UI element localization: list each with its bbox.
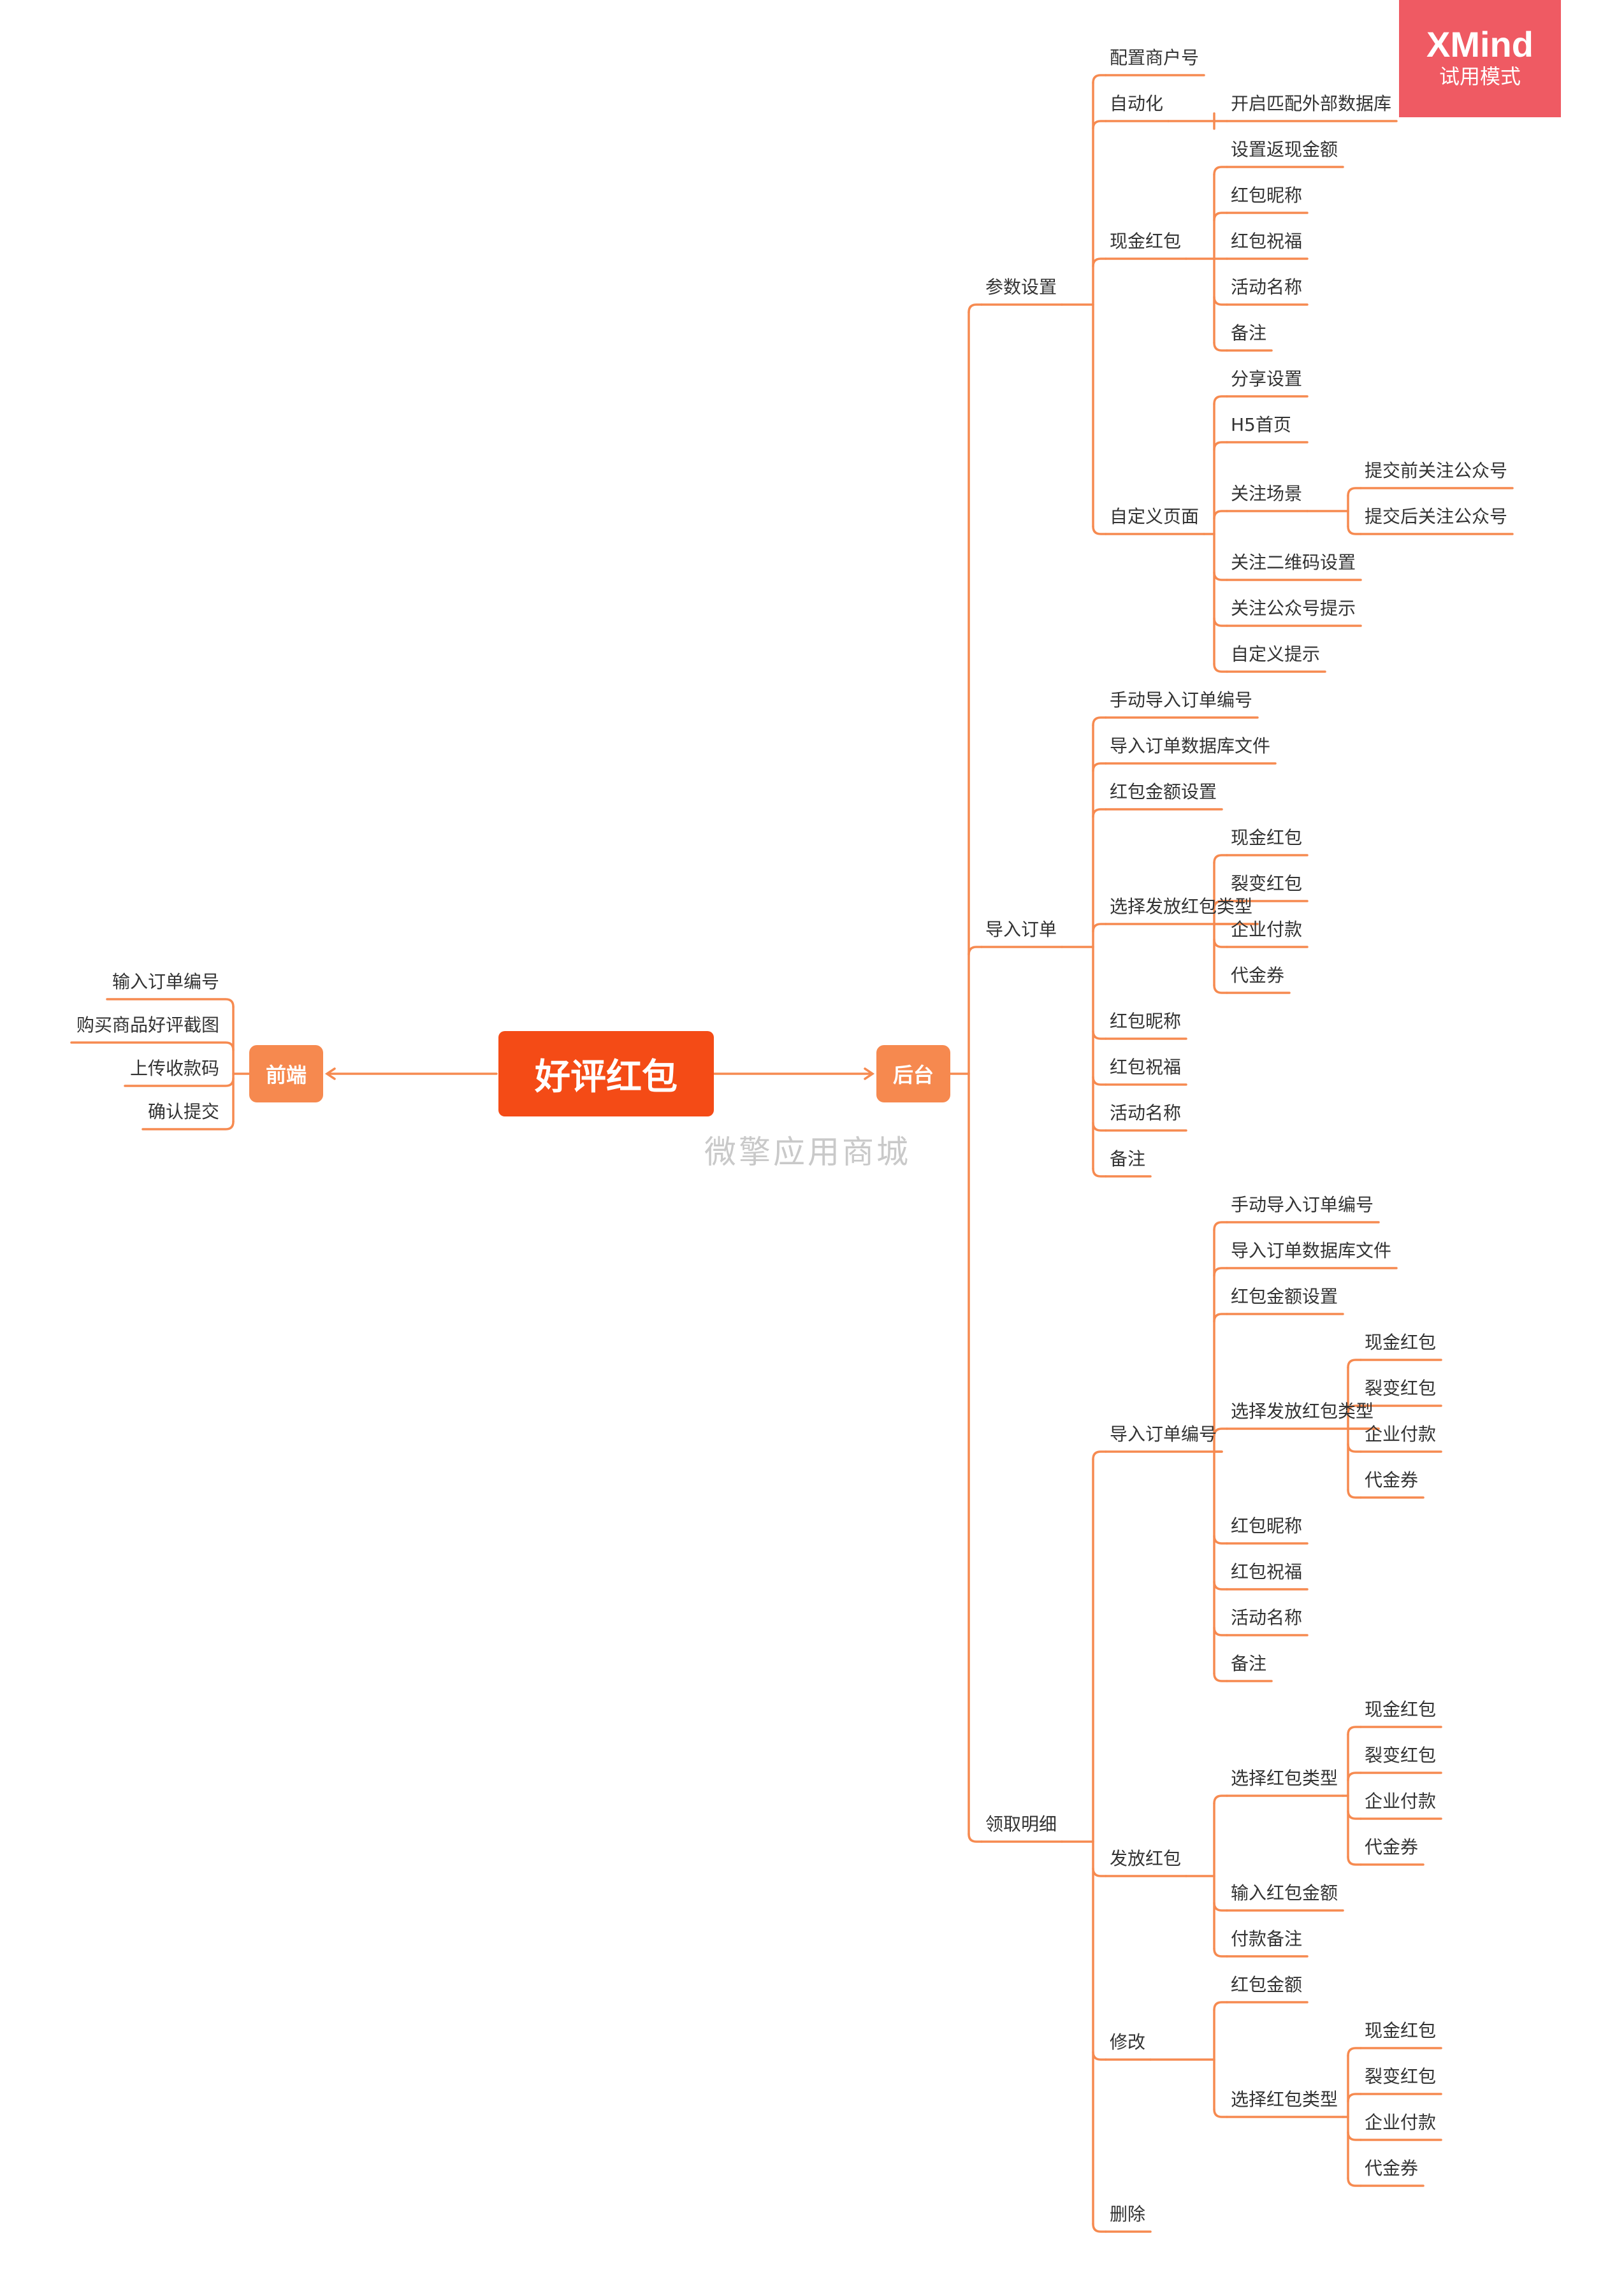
topic-map.right.children.1.children.2.label[interactable]: 红包金额设置 [1110,781,1217,802]
topic-map.right.children.2.children.0.children.0.label[interactable]: 手动导入订单编号 [1231,1194,1374,1215]
topic-frontend-2[interactable]: 上传收款码 [129,1058,219,1079]
topic-map.right.children.1.children.7.label[interactable]: 备注 [1110,1148,1146,1169]
topic-map.right.children.0.label[interactable]: 参数设置 [985,277,1057,298]
topic-map.right.children.0.children.2.children.0.label[interactable]: 设置返现金额 [1231,139,1338,160]
topic-map.right.children.2.children.0.children.1.label[interactable]: 导入订单数据库文件 [1231,1240,1392,1261]
topic-map.right.children.2.children.1.children.0.children.0.label[interactable]: 现金红包 [1365,1699,1437,1720]
topic-map.right.children.0.children.3.children.2.children.0.label[interactable]: 提交前关注公众号 [1365,460,1508,481]
topic-map.right.children.0.children.2.children.3.label[interactable]: 活动名称 [1231,277,1303,298]
topic-map.right.children.2.children.0.children.3.children.2.label[interactable]: 企业付款 [1365,1424,1437,1445]
topic-map.right.children.1.children.6.label[interactable]: 活动名称 [1110,1102,1182,1123]
topic-map.right.children.2.children.1.children.0.children.2.label[interactable]: 企业付款 [1365,1791,1437,1812]
topic-map.right.children.0.children.1.label[interactable]: 自动化 [1110,93,1164,114]
topic-map.right.children.2.children.0.children.3.children.3.label[interactable]: 代金券 [1365,1469,1419,1491]
topic-map.right.children.0.children.3.label[interactable]: 自定义页面 [1110,506,1200,527]
topic-map.right.children.1.children.4.label[interactable]: 红包昵称 [1110,1011,1182,1032]
topic-map.right.children.2.children.1.label[interactable]: 发放红包 [1110,1848,1182,1869]
trial-mode-label: 试用模式 [1439,64,1521,89]
topic-map.right.children.2.children.0.children.7.label[interactable]: 备注 [1231,1653,1267,1674]
topic-map.right.children.0.children.3.children.1.label[interactable]: H5首页 [1231,414,1291,435]
topic-frontend-0[interactable]: 输入订单编号 [112,971,219,992]
topic-map.right.children.0.children.2.children.2.label[interactable]: 红包祝福 [1231,231,1303,252]
topic-map.right.children.2.children.2.children.1.children.1.label[interactable]: 裂变红包 [1365,2066,1437,2087]
topic-map.right.children.0.children.3.children.2.label[interactable]: 关注场景 [1231,483,1303,504]
xmind-logo-text: XMind [1426,24,1534,64]
topic-map.right.children.2.children.0.children.2.label[interactable]: 红包金额设置 [1231,1286,1338,1307]
topic-map.right.children.2.children.0.children.4.label[interactable]: 红包昵称 [1231,1515,1303,1536]
topic-map.right.children.1.children.1.label[interactable]: 导入订单数据库文件 [1110,735,1271,756]
topic-map.right.children.2.children.3.label[interactable]: 删除 [1110,2204,1146,2225]
topic-map.right.children.2.children.1.children.1.label[interactable]: 输入红包金额 [1231,1882,1338,1903]
watermark-text: 微擎应用商城 [704,1134,911,1171]
topic-map.right.children.1.label[interactable]: 导入订单 [985,919,1057,940]
topic-map.right.children.2.children.0.children.3.children.1.label[interactable]: 裂变红包 [1365,1378,1437,1399]
topic-map.right.children.2.children.1.children.0.children.3.label[interactable]: 代金券 [1365,1837,1419,1858]
topic-map.right.children.1.children.3.label[interactable]: 选择发放红包类型 [1110,896,1253,917]
topic-map.right.children.2.children.0.children.3.label[interactable]: 选择发放红包类型 [1231,1401,1374,1422]
topic-map.right.children.0.children.2.children.1.label[interactable]: 红包昵称 [1231,185,1303,206]
topic-map.right.children.0.children.3.children.2.children.1.label[interactable]: 提交后关注公众号 [1365,506,1508,527]
xmind-trial-badge: XMind 试用模式 [1399,0,1561,117]
topic-map.right.children.1.children.3.children.0.label[interactable]: 现金红包 [1231,827,1303,848]
topic-map.right.children.0.children.2.label[interactable]: 现金红包 [1110,231,1182,252]
topic-map.right.children.1.children.3.children.3.label[interactable]: 代金券 [1231,965,1285,986]
topic-map.right.children.1.children.3.children.2.label[interactable]: 企业付款 [1231,919,1303,940]
topic-frontend-3[interactable]: 确认提交 [147,1101,219,1122]
topic-map.right.children.0.children.3.children.0.label[interactable]: 分享设置 [1231,368,1303,389]
topic-map.right.children.0.children.3.children.5.label[interactable]: 自定义提示 [1231,644,1321,665]
topic-map.right.children.2.children.2.children.0.label[interactable]: 红包金额 [1231,1974,1303,1995]
topic-map.right.children.1.children.5.label[interactable]: 红包祝福 [1110,1057,1182,1078]
root-topic[interactable]: 好评红包 [498,1031,714,1116]
topic-map.right.children.0.children.3.children.4.label[interactable]: 关注公众号提示 [1231,598,1356,619]
topic-map.right.children.2.children.0.children.3.children.0.label[interactable]: 现金红包 [1365,1332,1437,1353]
topic-map.right.children.2.children.0.children.6.label[interactable]: 活动名称 [1231,1607,1303,1628]
topic-map.right.children.2.children.2.children.1.children.0.label[interactable]: 现金红包 [1365,2020,1437,2041]
topic-map.right.children.0.children.3.children.3.label[interactable]: 关注二维码设置 [1231,552,1356,573]
branch-frontend[interactable]: 前端 [249,1045,323,1102]
topic-map.right.children.2.children.2.children.1.label[interactable]: 选择红包类型 [1231,2089,1338,2110]
topic-map.right.children.1.children.3.children.1.label[interactable]: 裂变红包 [1231,873,1303,894]
topic-map.right.children.2.children.2.label[interactable]: 修改 [1110,2032,1146,2053]
topic-map.right.children.1.children.0.label[interactable]: 手动导入订单编号 [1110,690,1253,711]
topic-map.right.children.2.children.2.children.1.children.2.label[interactable]: 企业付款 [1365,2112,1437,2133]
topic-frontend-1[interactable]: 购买商品好评截图 [76,1014,219,1036]
topic-map.right.children.2.label[interactable]: 领取明细 [985,1814,1057,1835]
branch-backend[interactable]: 后台 [876,1045,950,1102]
topic-map.right.children.2.children.2.children.1.children.3.label[interactable]: 代金券 [1365,2158,1419,2179]
topic-map.right.children.2.children.0.children.5.label[interactable]: 红包祝福 [1231,1561,1303,1582]
topic-map.right.children.0.children.1.children.0.label[interactable]: 开启匹配外部数据库 [1231,93,1392,114]
topic-map.right.children.0.children.2.children.4.label[interactable]: 备注 [1231,322,1267,343]
topic-map.right.children.2.children.0.label[interactable]: 导入订单编号 [1110,1424,1217,1445]
topic-map.right.children.2.children.1.children.0.children.1.label[interactable]: 裂变红包 [1365,1745,1437,1766]
topic-map.right.children.2.children.1.children.0.label[interactable]: 选择红包类型 [1231,1768,1338,1789]
topic-map.right.children.2.children.1.children.2.label[interactable]: 付款备注 [1231,1928,1303,1949]
topic-map.right.children.0.children.0.label[interactable]: 配置商户号 [1110,47,1200,68]
